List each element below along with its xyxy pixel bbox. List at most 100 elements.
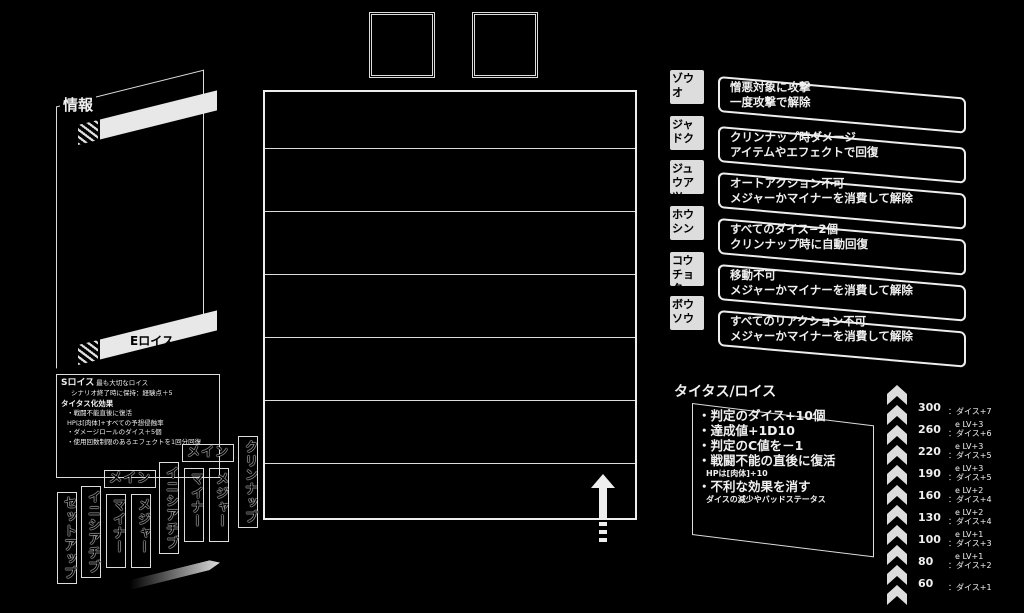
chevron-up-icon [887, 465, 907, 485]
erosion-level: 220 e LV+3：ダイス+5 [918, 442, 1018, 462]
status-line: すべてのダイス−2個 [730, 222, 839, 236]
erosion-value: 60 [918, 577, 934, 590]
chevron-up-icon [887, 525, 907, 545]
hatch-icon [78, 340, 98, 366]
titus-title: タイタス/ロイス [670, 384, 781, 401]
erosion-bonus: ：ダイス+4 [948, 517, 992, 526]
phase-main-group: メイン [104, 470, 156, 488]
erosion-bonus: ：ダイス+3 [948, 539, 992, 548]
titus-effect: ・使用回数制限のあるエフェクトを1回分回復 [67, 437, 202, 446]
up-arrow-icon [591, 474, 615, 542]
board-row-divider [265, 148, 635, 149]
titus-item: ・達成値+1D10 [698, 423, 795, 438]
status-line: 移動不可 [730, 268, 776, 282]
s-lois-label: Sロイス [61, 378, 95, 388]
erosion-bonus: ：ダイス+5 [948, 451, 992, 460]
erosion-level: 80 e LV+1：ダイス+2 [918, 552, 1018, 572]
erosion-bonus: ：ダイス+6 [948, 429, 992, 438]
erosion-value: 300 [918, 401, 941, 414]
status-line: 一度攻撃で解除 [730, 95, 811, 109]
status-line: メジャーかマイナーを消費して解除 [730, 283, 913, 297]
s-lois-box: Sロイス 最も大切なロイス シナリオ終了時に保持：経験点＋5 タイタス化効果 ・… [56, 374, 220, 478]
chevron-up-icon [887, 545, 907, 565]
board-row-divider [265, 337, 635, 338]
titus-item-note: ダイスの減少やバッドステータス [706, 495, 826, 504]
erosion-lv-bonus: e LV+1 [955, 552, 984, 561]
erosion-level: 100 e LV+1：ダイス+3 [918, 530, 1018, 550]
board-row-divider [265, 463, 635, 464]
titus-item: ・戦闘不能の直後に復活 [698, 453, 836, 468]
chevron-up-icon [887, 445, 907, 465]
chevron-up-icon [887, 405, 907, 425]
erosion-bonus: ：ダイス+2 [948, 561, 992, 570]
badge-berserk: ボウソウ [670, 296, 704, 330]
erosion-bonus: ：ダイス+7 [948, 407, 992, 416]
status-line: メジャーかマイナーを消費して解除 [730, 191, 913, 205]
erosion-level: 190 e LV+3：ダイス+5 [918, 464, 1018, 484]
titus-effect: HPは[肉体]+すべての予想侵蝕率 [67, 418, 164, 427]
info-title: 情報 [60, 96, 97, 114]
phase-initiative-2[interactable]: イニシアチブ [159, 462, 179, 554]
chevron-up-icon [887, 485, 907, 505]
chevron-up-icon [887, 585, 907, 605]
erosion-value: 160 [918, 489, 941, 502]
badge-hatred: ゾウオ [670, 70, 704, 104]
status-line: アイテムやエフェクトで回復 [730, 145, 879, 159]
badge-dazed: ホウシン [670, 206, 704, 240]
badge-rigor: コウチョク [670, 252, 704, 286]
erosion-lv-bonus: e LV+2 [955, 508, 984, 517]
titus-item-note: HPは[肉体]+10 [706, 469, 768, 478]
phase-main-group-2: メイン [182, 444, 234, 462]
erosion-bonus: ：ダイス+4 [948, 495, 992, 504]
e-lois-label: Eロイス [130, 334, 174, 348]
erosion-value: 130 [918, 511, 941, 524]
board-row-divider [265, 211, 635, 212]
phase-major-2[interactable]: メジャー [209, 468, 229, 542]
titus-effect: ・戦闘不能直後に復活 [67, 409, 132, 417]
board-row-divider [265, 400, 635, 401]
erosion-value: 190 [918, 467, 941, 480]
erosion-level: 60 ：ダイス+1 [918, 574, 1018, 594]
erosion-value: 100 [918, 533, 941, 546]
erosion-lv-bonus: e LV+1 [955, 530, 984, 539]
status-line: クリンナップ時に自動回復 [730, 237, 868, 251]
status-line: 憎悪対象に攻撃 [730, 80, 811, 94]
status-line: オートアクション不可 [730, 176, 845, 190]
titus-effect: ・ダメージロールのダイス＋5個 [67, 428, 162, 436]
erosion-bonus: ：ダイス+1 [948, 583, 992, 592]
badge-pressure: ジュウアツ [670, 160, 704, 194]
phase-minor-2[interactable]: マイナー [184, 468, 204, 542]
status-line: すべてのリアクション不可 [730, 314, 867, 328]
status-line: クリンナップ時ダメージ [730, 130, 856, 144]
erosion-lv-bonus: e LV+2 [955, 486, 984, 495]
status-line: メジャーかマイナーを消費して解除 [730, 329, 913, 343]
phase-initiative[interactable]: イニシアチブ [81, 486, 101, 578]
center-board [263, 90, 637, 520]
phase-cleanup[interactable]: クリンナップ [238, 436, 258, 528]
erosion-lv-bonus: e LV+3 [955, 420, 984, 429]
phase-setup[interactable]: セットアップ [57, 492, 77, 584]
titus-effects-title: タイタス化効果 [61, 399, 114, 408]
titus-item: ・不利な効果を消す [698, 479, 811, 494]
erosion-lv-bonus: e LV+3 [955, 464, 984, 473]
erosion-level: 130 e LV+2：ダイス+4 [918, 508, 1018, 528]
phase-minor[interactable]: マイナー [106, 494, 126, 568]
chevron-up-icon [887, 565, 907, 585]
titus-item: ・判定のC値を－1 [698, 438, 804, 453]
board-row-divider [265, 274, 635, 275]
erosion-bonus: ：ダイス+5 [948, 473, 992, 482]
card-slot-2[interactable] [472, 12, 538, 78]
erosion-value: 220 [918, 445, 941, 458]
erosion-lv-bonus: e LV+3 [955, 442, 984, 451]
phase-major[interactable]: メジャー [131, 494, 151, 568]
titus-item: ・判定のダイス+10個 [698, 408, 826, 423]
erosion-level: 300 ：ダイス+7 [918, 398, 1018, 418]
card-slot-1[interactable] [369, 12, 435, 78]
erosion-value: 80 [918, 555, 934, 568]
erosion-level: 160 e LV+2：ダイス+4 [918, 486, 1018, 506]
titus-panel: ・判定のダイス+10個 ・達成値+1D10 ・判定のC値を－1 ・戦闘不能の直後… [698, 408, 836, 505]
s-lois-desc2: シナリオ終了時に保持：経験点＋5 [71, 388, 173, 397]
badge-poison: ジャドク [670, 116, 704, 150]
chevron-up-icon [887, 425, 907, 445]
